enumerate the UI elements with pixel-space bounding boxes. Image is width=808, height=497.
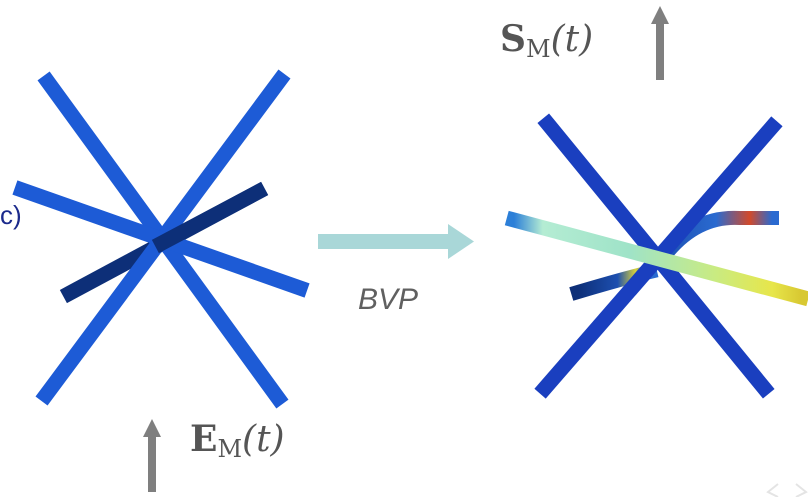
lattice-cell-input (12, 69, 310, 409)
right-arrow-icon (318, 224, 474, 259)
panel-label: c) (0, 200, 22, 230)
strut-dark-front (151, 181, 269, 254)
output-stress-label: SM(t) (500, 18, 593, 63)
up-arrow-icon (143, 419, 161, 492)
up-arrow-icon (651, 6, 669, 80)
process-label: BVP (358, 283, 419, 316)
input-subscript: M (217, 435, 243, 463)
output-symbol: S (500, 18, 526, 60)
output-subscript: M (526, 35, 551, 63)
input-strain-label: EM(t) (190, 418, 285, 463)
lattice-cell-output (504, 113, 808, 399)
strut-front-colored (504, 210, 808, 307)
resize-handle-icon (766, 483, 808, 497)
output-argument: (t) (550, 19, 594, 60)
input-argument: (t) (242, 419, 285, 460)
input-symbol: E (190, 418, 218, 460)
